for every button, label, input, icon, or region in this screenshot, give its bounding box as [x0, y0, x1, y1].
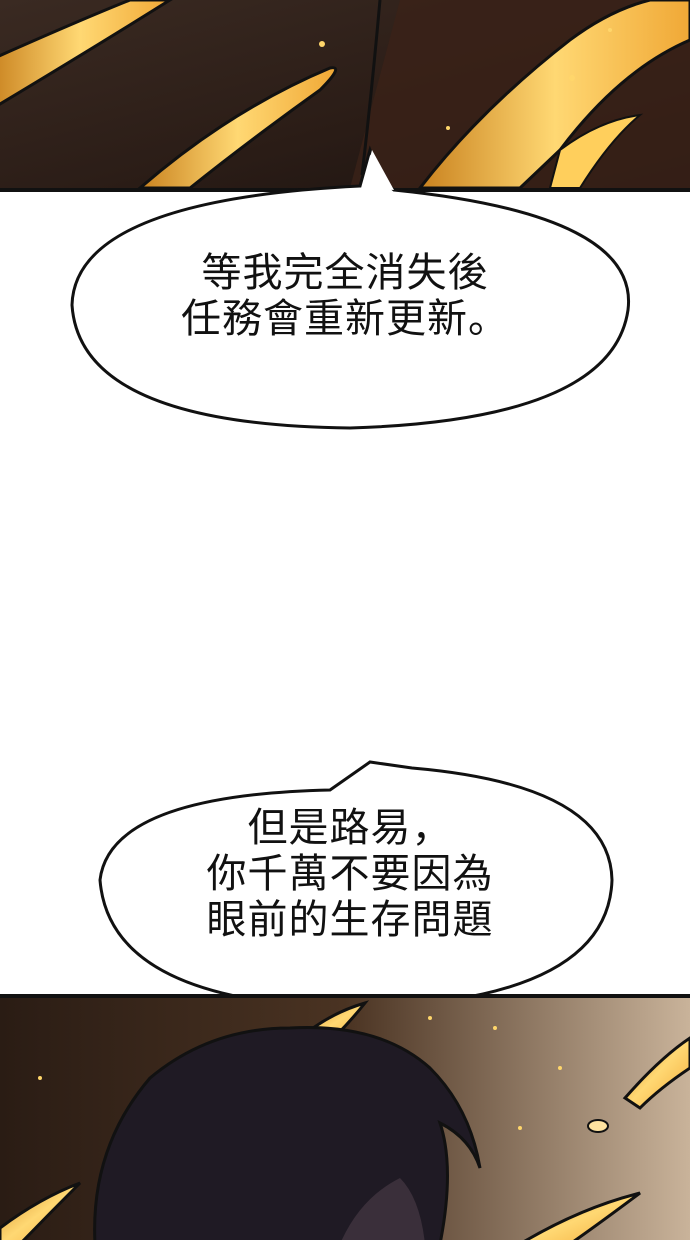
golden-shard-icon [548, 113, 644, 188]
speech-line: 你千萬不要因為 [206, 851, 494, 897]
character-silhouette-icon [93, 1026, 482, 1240]
speech-line: 任務會重新更新。 [181, 296, 509, 342]
bottom-panel [0, 994, 690, 1240]
speech-line: 等我完全消失後 [201, 250, 489, 296]
bottom-panel-art [0, 998, 690, 1240]
speech-bubble-2-text: 但是路易， 你千萬不要因為 眼前的生存問題 [150, 805, 550, 943]
golden-shard-icon [137, 66, 338, 188]
top-panel [0, 0, 690, 192]
speech-bubble-1-text: 等我完全消失後 任務會重新更新。 [140, 250, 550, 342]
golden-shard-icon [622, 1036, 690, 1110]
speech-line: 但是路易， [247, 805, 453, 851]
golden-shard-icon [0, 0, 173, 106]
golden-shard-icon [523, 1191, 641, 1240]
golden-shard-icon [418, 0, 690, 188]
golden-shard-icon [0, 1181, 82, 1240]
top-panel-art [0, 0, 690, 188]
speech-line: 眼前的生存問題 [206, 897, 494, 943]
